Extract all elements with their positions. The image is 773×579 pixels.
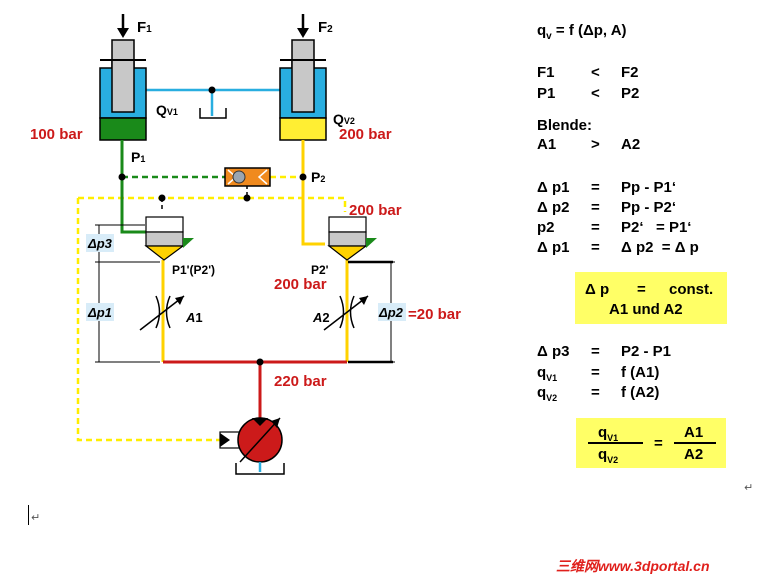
p1-label: P1 xyxy=(131,149,145,165)
dp2-label-bg xyxy=(378,303,406,321)
shuttle-valve xyxy=(224,167,271,187)
p1-prime-label: P1'(P2') xyxy=(172,263,215,277)
ratio-numerator-left: qV1 xyxy=(598,424,619,443)
dp2-label: Δp2 xyxy=(378,305,404,320)
junction-dot xyxy=(208,86,216,94)
const-box: Δ p = const. A1 und A2 xyxy=(575,272,727,324)
a1-label: A1 xyxy=(185,310,203,325)
return-mark-2: ↵ xyxy=(31,511,41,524)
force-1-label: F1 xyxy=(137,19,152,36)
ratio-box: qV1 qV2 = A1 A2 xyxy=(576,418,726,468)
force-arrow-1 xyxy=(117,28,129,38)
a2-label: A2 xyxy=(312,310,330,325)
throttle-a2 xyxy=(323,295,369,331)
line-p2 xyxy=(301,140,325,246)
dp1-label: Δp1 xyxy=(87,305,112,320)
tank-symbol xyxy=(199,108,227,119)
dp3-label: Δp3 xyxy=(87,236,113,251)
ratio-numerator-right: A1 xyxy=(684,424,704,441)
pressure-after-label: 200 bar xyxy=(274,276,327,293)
throttle-a1 xyxy=(139,295,185,331)
ratio-equals: = xyxy=(654,435,663,452)
dp3-label-bg xyxy=(86,234,114,252)
cylinder-2 xyxy=(279,39,327,141)
ratio-fraction-bar-right xyxy=(674,442,716,444)
force-2-label: F2 xyxy=(318,19,333,36)
blende-heading: Blende: xyxy=(537,117,593,134)
pressure-comp-label: 200 bar xyxy=(349,202,402,219)
pressure-cyl1-label: 100 bar xyxy=(30,126,83,143)
throttle-a1-arrow xyxy=(175,296,184,305)
return-mark-1: ↵ xyxy=(744,481,754,494)
junction-dots xyxy=(118,173,307,366)
dimension-lines xyxy=(95,224,395,363)
qv1-label: QV1 xyxy=(156,102,178,118)
p2-label: P2 xyxy=(311,169,325,185)
ratio-denominator-right: A2 xyxy=(684,446,704,463)
pressure-pump-label: 220 bar xyxy=(274,373,327,390)
force-arrows xyxy=(121,14,305,30)
line-p1 xyxy=(120,140,146,234)
cylinder-1 xyxy=(99,39,147,141)
compensator-2 xyxy=(327,216,377,261)
qv2-label: QV2 xyxy=(333,111,355,127)
dp2-value-label: =20 bar xyxy=(408,306,461,323)
pump xyxy=(219,417,285,475)
dp1-label-bg xyxy=(86,303,114,321)
pilot-dashes xyxy=(161,185,248,212)
compensator-1 xyxy=(144,216,194,261)
eq-qv-formula: qv = f (Δp, A) xyxy=(537,22,627,42)
ratio-denominator-left: qV2 xyxy=(598,446,619,465)
const-box-line2: A1 und A2 xyxy=(609,301,683,318)
force-arrow-2 xyxy=(297,28,309,38)
throttle-a2-arrow xyxy=(359,296,368,305)
text-cursor[interactable] xyxy=(28,505,29,525)
watermark: 三维网www.3dportal.cn xyxy=(556,558,710,574)
p2-prime-label: P2' xyxy=(311,263,329,277)
load-sense-lines xyxy=(76,175,347,442)
ratio-fraction-bar-left xyxy=(588,442,643,444)
pressure-cyl2-label: 200 bar xyxy=(339,126,392,143)
